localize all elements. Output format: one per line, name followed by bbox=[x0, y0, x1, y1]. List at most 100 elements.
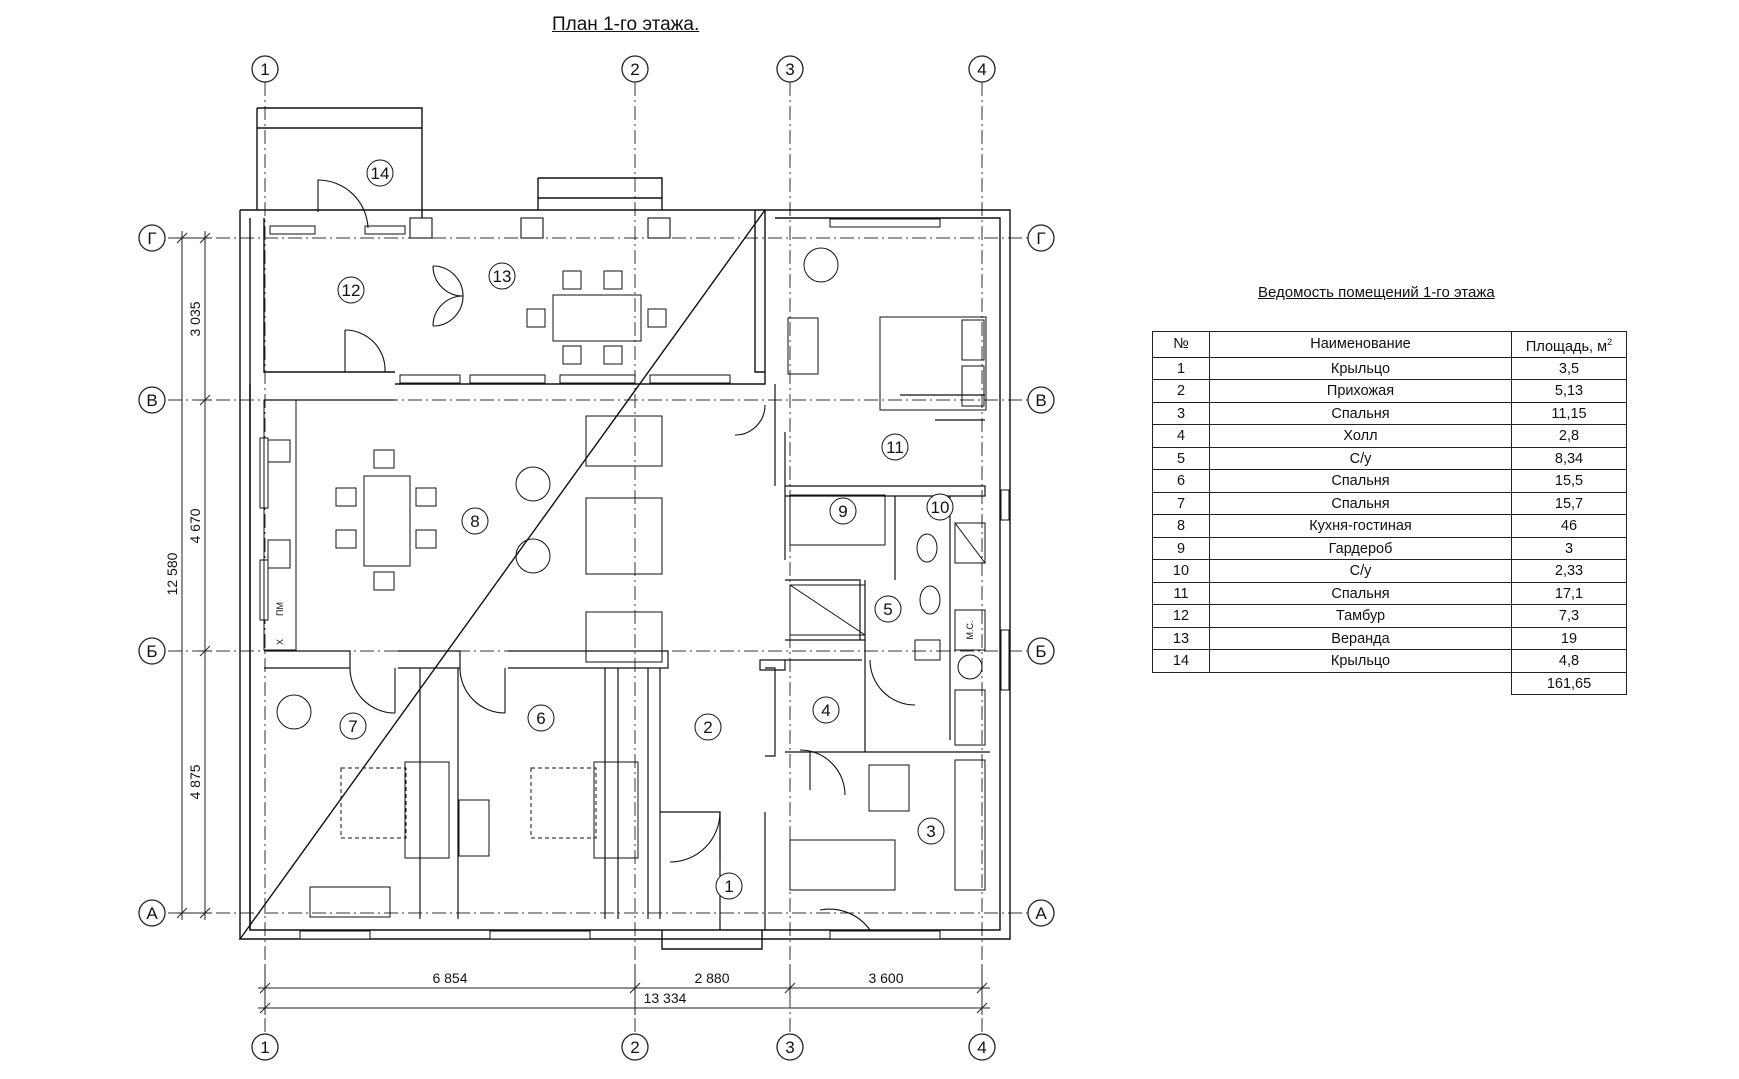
axis-label-top-2: 2 bbox=[630, 60, 639, 79]
schedule-title: Ведомость помещений 1-го этажа bbox=[1258, 284, 1495, 301]
axis-label-left-a: А bbox=[146, 904, 158, 923]
cell-area: 2,33 bbox=[1511, 559, 1627, 583]
axis-label-right-b: Б bbox=[1035, 642, 1046, 661]
cell-name: Гардероб bbox=[1209, 536, 1512, 561]
dim-left-2: 4 670 bbox=[187, 508, 203, 543]
furniture bbox=[263, 247, 987, 918]
dim-left-total: 12 580 bbox=[164, 552, 180, 595]
total-area: 161,65 bbox=[1511, 671, 1627, 696]
cell-name: С/у bbox=[1209, 446, 1512, 471]
room-number-13: 13 bbox=[493, 267, 512, 286]
axis-label-left-v: В bbox=[146, 391, 157, 410]
cell-name: Кухня-гостиная bbox=[1209, 514, 1512, 538]
axis-label-top-1: 1 bbox=[260, 60, 269, 79]
axis-label-left-b: Б bbox=[146, 642, 157, 661]
cell-area: 11,15 bbox=[1511, 401, 1627, 426]
cell-num: 9 bbox=[1152, 536, 1210, 561]
axis-label-bottom-1: 1 bbox=[260, 1038, 269, 1057]
cell-num: 5 bbox=[1152, 446, 1210, 471]
cell-num: 7 bbox=[1152, 491, 1210, 516]
axis-label-bottom-4: 4 bbox=[977, 1038, 986, 1057]
room-number-circles bbox=[337, 159, 954, 900]
cell-area: 46 bbox=[1511, 514, 1627, 538]
columns bbox=[409, 217, 671, 239]
cell-name: С/у bbox=[1209, 559, 1512, 583]
dim-left-3: 4 875 bbox=[187, 764, 203, 799]
cell-area: 15,7 bbox=[1511, 491, 1627, 516]
cell-num: 12 bbox=[1152, 604, 1210, 628]
axis-bubbles bbox=[138, 55, 1055, 1061]
cell-num: 3 bbox=[1152, 401, 1210, 426]
cell-area: 15,5 bbox=[1511, 469, 1627, 493]
room-number-7: 7 bbox=[348, 717, 357, 736]
cell-name: Веранда bbox=[1209, 626, 1512, 651]
cell-name: Холл bbox=[1209, 424, 1512, 448]
cell-name: Спальня bbox=[1209, 581, 1512, 606]
dishwasher-label: ПМ bbox=[275, 602, 285, 616]
dim-bottom-1: 6 854 bbox=[432, 970, 467, 986]
total-row: 161,65 bbox=[1153, 671, 1627, 696]
cell-area: 19 bbox=[1511, 626, 1627, 651]
room-number-5: 5 bbox=[883, 600, 892, 619]
cell-area: 7,3 bbox=[1511, 604, 1627, 628]
dimension-lines bbox=[175, 231, 990, 1015]
header-area: Площадь, м2 bbox=[1511, 331, 1627, 358]
room-number-9: 9 bbox=[838, 502, 847, 521]
room-number-8: 8 bbox=[470, 512, 479, 531]
room-number-6: 6 bbox=[536, 709, 545, 728]
room-number-12: 12 bbox=[342, 281, 361, 300]
cell-area: 3,5 bbox=[1511, 356, 1627, 381]
cell-name: Тамбур bbox=[1209, 604, 1512, 628]
axis-label-right-v: В bbox=[1035, 391, 1046, 410]
cell-name: Крыльцо bbox=[1209, 356, 1512, 381]
header-area-text: Площадь, м bbox=[1525, 338, 1608, 355]
washer-label: М.С. bbox=[965, 621, 975, 640]
header-num: № bbox=[1152, 331, 1210, 358]
cell-name: Крыльцо bbox=[1209, 649, 1512, 673]
room-number-14: 14 bbox=[371, 164, 390, 183]
cell-num: 1 bbox=[1152, 356, 1210, 381]
dim-bottom-total: 13 334 bbox=[644, 990, 687, 1006]
blank-cell bbox=[1153, 672, 1210, 695]
cell-name: Спальня bbox=[1209, 401, 1512, 426]
room-number-11: 11 bbox=[886, 438, 904, 457]
exterior-walls bbox=[238, 107, 1011, 950]
cell-area: 5,13 bbox=[1511, 379, 1627, 403]
cell-num: 6 bbox=[1152, 469, 1210, 493]
axis-label-bottom-3: 3 bbox=[785, 1038, 794, 1057]
axis-label-top-4: 4 bbox=[977, 60, 986, 79]
cell-num: 11 bbox=[1152, 581, 1210, 606]
plan-title: План 1-го этажа. bbox=[552, 14, 700, 35]
room-number-4: 4 bbox=[821, 701, 830, 720]
table-header-row: № Наименование Площадь, м2 bbox=[1152, 331, 1627, 358]
dim-bottom-3: 3 600 bbox=[868, 970, 903, 986]
cell-num: 14 bbox=[1152, 649, 1210, 673]
cell-num: 2 bbox=[1152, 379, 1210, 403]
cell-area: 8,34 bbox=[1511, 446, 1627, 471]
cell-num: 10 bbox=[1152, 559, 1210, 583]
header-area-sup: 2 bbox=[1607, 337, 1613, 347]
room-number-10: 10 bbox=[931, 498, 950, 517]
cell-num: 4 bbox=[1152, 424, 1210, 448]
cell-name: Спальня bbox=[1209, 491, 1512, 516]
cell-num: 8 bbox=[1152, 514, 1210, 538]
fridge-label: Х bbox=[275, 639, 285, 645]
axis-label-left-g: Г bbox=[147, 229, 156, 248]
cell-name: Спальня bbox=[1209, 469, 1512, 493]
cell-name: Прихожая bbox=[1209, 379, 1512, 403]
dim-left-1: 3 035 bbox=[187, 301, 203, 336]
axis-label-bottom-2: 2 bbox=[630, 1038, 639, 1057]
axis-label-right-g: Г bbox=[1036, 229, 1045, 248]
